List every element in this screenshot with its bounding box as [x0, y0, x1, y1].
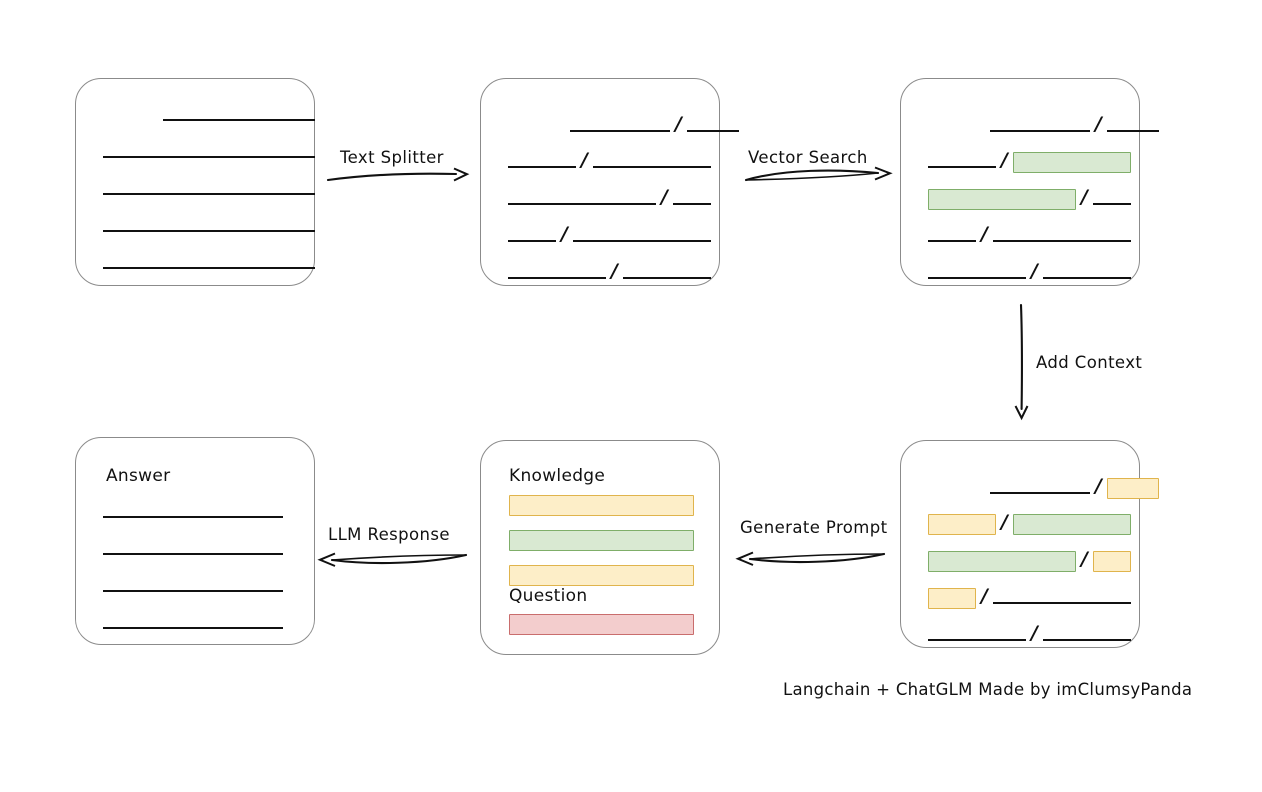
split-chunks-rows: / / / / /	[481, 79, 739, 285]
highlight-chip-green	[928, 189, 1076, 210]
chunk-segment	[508, 203, 656, 205]
chunk-row: /	[928, 549, 1131, 572]
arrow-label-text-splitter: Text Splitter	[340, 148, 444, 167]
answer-lines	[76, 438, 314, 644]
chunk-row: /	[928, 623, 1131, 642]
chunk-segment	[928, 166, 996, 168]
context-chunks-rows: / / / / /	[901, 441, 1159, 647]
chunk-separator-slash: /	[1001, 510, 1008, 533]
chunk-segment	[928, 277, 1026, 279]
chunk-segment	[508, 277, 606, 279]
chunk-segment	[672, 203, 711, 205]
text-line	[103, 156, 315, 158]
chunk-separator-slash: /	[581, 148, 588, 171]
chunk-row: /	[990, 114, 1159, 133]
chunk-row: /	[508, 224, 711, 243]
chunk-separator-slash: /	[561, 222, 568, 245]
answer-label: Answer	[106, 466, 171, 486]
text-line	[163, 119, 315, 121]
chunk-row: /	[928, 187, 1131, 210]
knowledge-bar-yellow	[509, 565, 694, 586]
arrow-text-splitter	[326, 167, 470, 182]
card-generated-prompt[interactable]: Knowledge Question	[480, 440, 720, 655]
arrow-llm-response	[317, 552, 468, 567]
highlight-chip-green	[1012, 514, 1131, 535]
chunk-separator-slash: /	[611, 259, 618, 282]
question-bar-red	[509, 614, 694, 635]
highlight-chip-green	[1012, 152, 1131, 173]
chunk-row: /	[928, 150, 1131, 173]
chunk-segment	[592, 166, 711, 168]
footer-credit: Langchain + ChatGLM Made by imClumsyPand…	[783, 680, 1193, 699]
chunk-segment	[1106, 130, 1159, 132]
card-context-chunks[interactable]: / / / / /	[900, 440, 1159, 648]
chunk-segment	[686, 130, 739, 132]
chunk-segment	[572, 240, 711, 242]
text-line	[103, 553, 283, 555]
arrow-label-llm-response: LLM Response	[328, 525, 450, 544]
text-line	[103, 193, 315, 195]
chunk-segment	[990, 492, 1090, 494]
highlight-chip-yellow	[928, 514, 996, 535]
chunk-row: /	[508, 187, 711, 206]
highlight-chip-yellow	[1092, 551, 1131, 572]
chunk-segment	[508, 166, 576, 168]
arrow-label-vector-search: Vector Search	[748, 148, 868, 167]
chunk-row: /	[570, 114, 739, 133]
chunk-segment	[508, 240, 556, 242]
text-line	[103, 590, 283, 592]
chunk-separator-slash: /	[981, 222, 988, 245]
chunk-row: /	[928, 586, 1131, 609]
arrow-generate-prompt	[735, 551, 886, 566]
chunk-segment	[1092, 203, 1131, 205]
card-source-document[interactable]	[75, 78, 315, 286]
chunk-separator-slash: /	[675, 112, 682, 135]
source-document-lines	[76, 79, 315, 285]
chunk-row: /	[928, 261, 1131, 280]
arrow-label-generate-prompt: Generate Prompt	[740, 518, 888, 537]
chunk-row: /	[928, 512, 1131, 535]
chunk-separator-slash: /	[661, 185, 668, 208]
vector-matched-rows: / / / / /	[901, 79, 1159, 285]
text-line	[103, 230, 315, 232]
arrow-add-context	[1014, 303, 1029, 421]
chunk-segment	[622, 277, 711, 279]
chunk-row: /	[508, 261, 711, 280]
chunk-separator-slash: /	[1031, 621, 1038, 644]
chunk-separator-slash: /	[981, 584, 988, 607]
text-line	[103, 516, 283, 518]
highlight-chip-green	[928, 551, 1076, 572]
highlight-chip-yellow	[1106, 478, 1159, 499]
chunk-segment	[928, 240, 976, 242]
question-label: Question	[509, 586, 588, 606]
chunk-segment	[992, 240, 1131, 242]
chunk-row: /	[990, 476, 1159, 499]
chunk-segment	[928, 639, 1026, 641]
text-line	[103, 267, 315, 269]
chunk-segment	[1042, 277, 1131, 279]
chunk-segment	[990, 130, 1090, 132]
chunk-separator-slash: /	[1001, 148, 1008, 171]
chunk-segment	[570, 130, 670, 132]
chunk-segment	[1042, 639, 1131, 641]
highlight-chip-yellow	[928, 588, 976, 609]
knowledge-bar-yellow	[509, 495, 694, 516]
knowledge-bar-green	[509, 530, 694, 551]
text-line	[103, 627, 283, 629]
arrow-label-add-context: Add Context	[1036, 353, 1143, 372]
chunk-separator-slash: /	[1081, 547, 1088, 570]
chunk-separator-slash: /	[1031, 259, 1038, 282]
chunk-row: /	[928, 224, 1131, 243]
chunk-row: /	[508, 150, 711, 169]
chunk-separator-slash: /	[1081, 185, 1088, 208]
card-answer[interactable]: Answer	[75, 437, 315, 645]
knowledge-label: Knowledge	[509, 466, 606, 486]
chunk-segment	[992, 602, 1131, 604]
arrow-vector-search	[744, 166, 893, 182]
chunk-separator-slash: /	[1095, 112, 1102, 135]
card-vector-matched-chunks[interactable]: / / / / /	[900, 78, 1159, 286]
card-split-chunks[interactable]: / / / / /	[480, 78, 739, 286]
chunk-separator-slash: /	[1095, 474, 1102, 497]
